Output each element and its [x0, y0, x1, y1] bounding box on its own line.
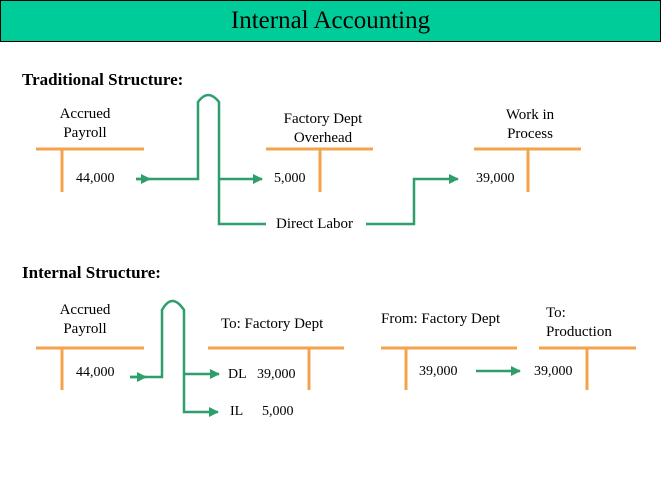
wip-label-2: Process	[507, 126, 553, 142]
from-factory-dept-label: From: Factory Dept	[381, 311, 501, 327]
dl-value: 39,000	[257, 367, 296, 382]
direct-labor-label: Direct Labor	[276, 216, 354, 232]
internal-payroll-label-2: Payroll	[63, 321, 107, 337]
flow-internal-payroll-out	[130, 299, 219, 417]
wip-value: 39,000	[476, 171, 515, 186]
il-value: 5,000	[262, 404, 294, 419]
to-production-label-1: To:	[546, 305, 566, 321]
flow-direct-labor-to-wip	[366, 174, 459, 226]
internal-payroll-label-1: Accrued	[59, 302, 111, 318]
traditional-structure-heading: Traditional Structure:	[22, 70, 184, 89]
wip-label-1: Work in	[505, 107, 555, 123]
title-banner	[0, 0, 661, 42]
internal-structure-heading: Internal Structure:	[22, 263, 161, 282]
direct-labor-label-bg	[270, 213, 366, 235]
accrued-payroll-label-1: Accrued	[59, 106, 111, 122]
flow-payroll-out	[136, 93, 266, 226]
factory-overhead-label-2: Overhead	[293, 130, 353, 146]
factory-overhead-value: 5,000	[274, 171, 306, 186]
internal-payroll-value: 44,000	[76, 365, 115, 380]
to-production-label-2: Production	[546, 324, 612, 340]
to-production-value: 39,000	[534, 364, 573, 379]
il-label: IL	[230, 404, 244, 419]
from-factory-dept-value: 39,000	[419, 364, 458, 379]
accrued-payroll-value: 44,000	[76, 171, 115, 186]
factory-overhead-label-1: Factory Dept	[283, 111, 363, 127]
dl-label: DL	[228, 367, 247, 382]
page-title: Internal Accounting	[230, 7, 431, 34]
to-factory-dept-label: To: Factory Dept	[221, 316, 324, 332]
accrued-payroll-label-2: Payroll	[63, 125, 107, 141]
